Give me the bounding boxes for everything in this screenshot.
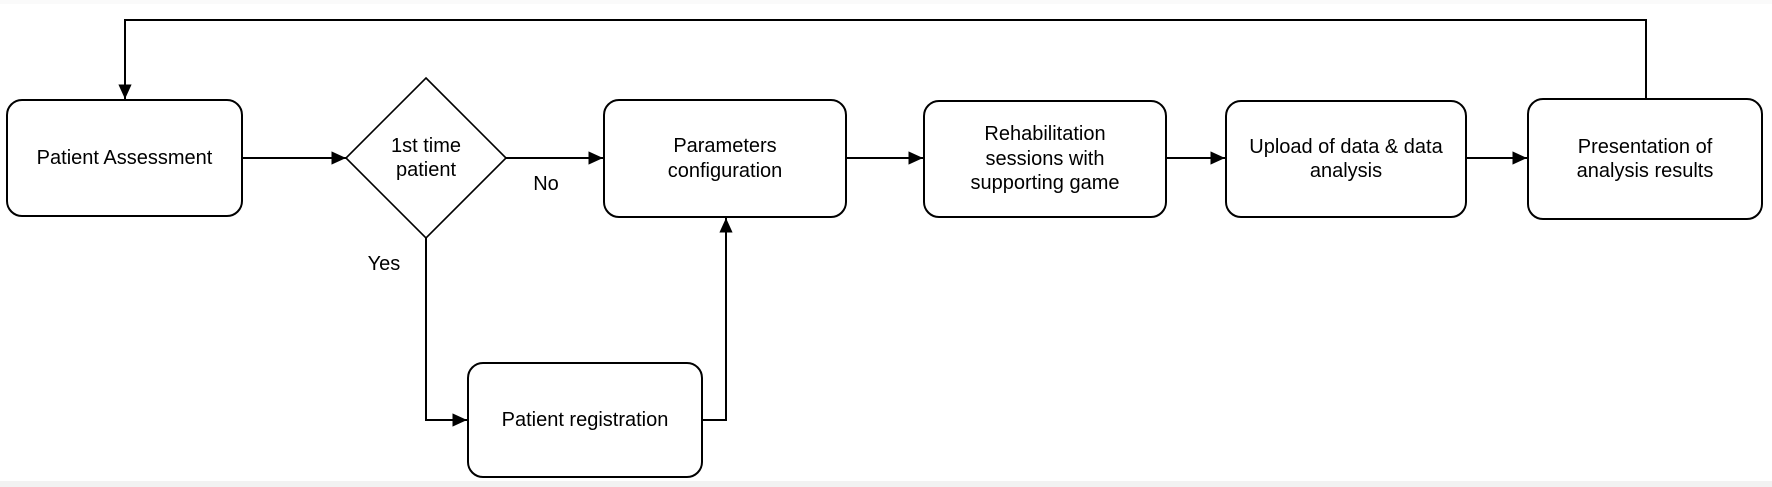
edge-label-yes: Yes [367,253,401,275]
node-patient-registration: Patient registration [467,362,703,478]
node-parameters-configuration: Parameters configuration [603,99,847,218]
edge-decision-yes-to-registration [425,238,467,427]
page-edge-bottom [0,481,1772,487]
page-edge-top [0,0,1772,4]
edge-label-no: No [533,173,559,195]
node-upload-data-analysis: Upload of data & data analysis [1225,100,1467,218]
edge-registration-to-parameters [703,218,733,421]
node-rehabilitation-sessions: Rehabilitation sessions with supporting … [923,100,1167,218]
node-patient-assessment: Patient Assessment [6,99,243,217]
node-first-time-patient-label: 1st time patient [390,134,462,181]
node-presentation-results: Presentation of analysis results [1527,98,1763,220]
edge-presentation-feedback-to-assessment [118,19,1647,99]
